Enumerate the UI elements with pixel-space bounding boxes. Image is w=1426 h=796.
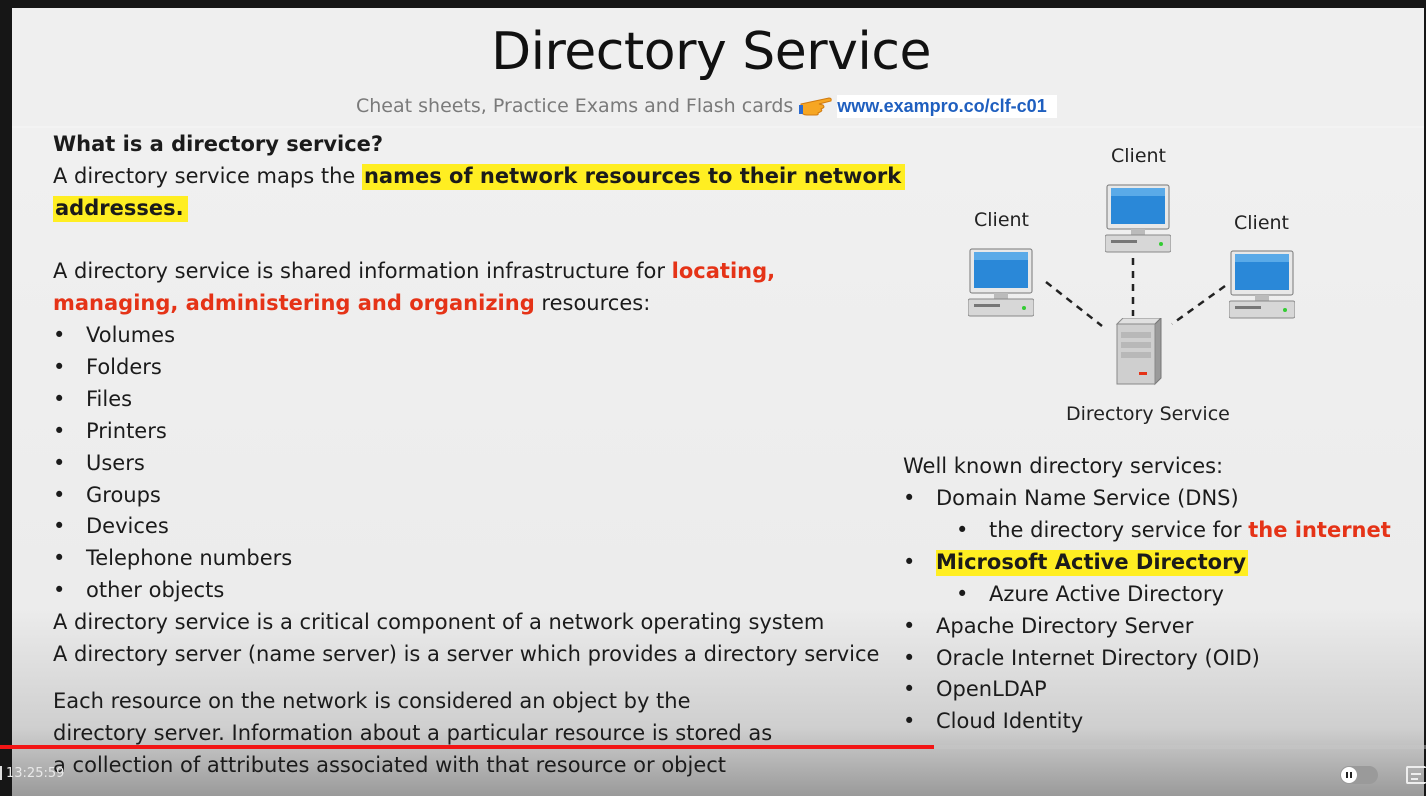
service-label: Cloud Identity (936, 709, 1084, 733)
paragraph-object-1: Each resource on the network is consider… (53, 689, 691, 713)
service-label: Apache Directory Server (936, 614, 1194, 638)
server-label: Directory Service (1066, 403, 1230, 425)
p2-text: A directory service is shared informatio… (53, 259, 672, 283)
paragraph-object-2: directory server. Information about a pa… (53, 721, 773, 745)
autoplay-toggle[interactable] (1340, 766, 1378, 784)
timestamp: 13:25:59 (6, 766, 65, 781)
resource-label: Telephone numbers (86, 546, 293, 570)
p1-highlight-1: names of network resources to their netw… (361, 164, 906, 190)
client-label-right: Client (1234, 212, 1290, 234)
p1-highlight-2: addresses. (53, 196, 188, 222)
server-icon (1115, 318, 1162, 386)
bullet-dot: • (53, 514, 66, 538)
bullet-dot: • (903, 550, 916, 574)
slide: Directory Service Cheat sheets, Practice… (12, 8, 1424, 796)
p2-red-2: managing, administering and organizing (53, 291, 535, 315)
service-dns: Domain Name Service (DNS) (936, 486, 1239, 510)
resource-label: Printers (86, 419, 167, 443)
paragraph-object-3: a collection of attributes associated wi… (53, 753, 727, 777)
bullet-dot: • (903, 646, 916, 670)
exampro-link[interactable]: www.exampro.co/clf-c01 (837, 94, 1057, 118)
right-column: Well known directory services: • Domain N… (903, 454, 1418, 754)
slide-header: Directory Service Cheat sheets, Practice… (12, 8, 1424, 126)
subtitles-icon[interactable] (1406, 766, 1426, 784)
service-label: Oracle Internet Directory (OID) (936, 646, 1260, 670)
bullet-dot: • (53, 546, 66, 570)
left-heading: What is a directory service? (53, 132, 384, 156)
service-active-directory: Microsoft Active Directory (936, 550, 1249, 576)
paragraph-maps: A directory service maps the names of ne… (53, 164, 906, 190)
computer-icon (1229, 250, 1295, 319)
client-label-top: Client (1111, 145, 1167, 167)
dns-sub-text: the directory service for (989, 518, 1249, 542)
p1-text: A directory service maps the (53, 164, 362, 188)
progress-bar[interactable] (0, 745, 1426, 749)
paragraph-infra: A directory service is shared informatio… (53, 259, 775, 283)
bullet-dot: • (956, 582, 969, 606)
paragraph-maps-cont: addresses. (53, 196, 188, 222)
resource-label: Files (86, 387, 133, 411)
resource-label: Users (86, 451, 145, 475)
resource-label: Groups (86, 483, 161, 507)
subtitle-text: Cheat sheets, Practice Exams and Flash c… (356, 95, 794, 117)
bullet-dot: • (903, 614, 916, 638)
service-azure-ad: Azure Active Directory (989, 582, 1224, 606)
p2-tail: resources: (534, 291, 651, 315)
bullet-dot: • (903, 709, 916, 733)
network-diagram: Client Client Client (952, 138, 1332, 428)
dns-sub-red: the internet (1248, 518, 1391, 542)
paragraph-critical: A directory service is a critical compon… (53, 610, 825, 634)
bullet-dot: • (53, 387, 66, 411)
bullet-dot: • (956, 518, 969, 542)
bullet-dot: • (903, 677, 916, 701)
pause-icon-bar (1346, 772, 1348, 778)
resource-label: Folders (86, 355, 162, 379)
right-heading: Well known directory services: (903, 454, 1224, 478)
paragraph-name-server: A directory server (name server) is a se… (53, 642, 880, 666)
service-label: OpenLDAP (936, 677, 1047, 701)
bullet-dot: • (903, 486, 916, 510)
bullet-dot: • (53, 578, 66, 602)
bullet-dot: • (53, 323, 66, 347)
pointing-hand-icon (799, 97, 833, 116)
resource-label: Volumes (86, 323, 176, 347)
computer-icon (1105, 184, 1171, 253)
client-label-left: Client (974, 209, 1030, 231)
resource-label: other objects (86, 578, 225, 602)
computer-icon (968, 248, 1034, 317)
bullet-dot: • (53, 419, 66, 443)
pause-icon-bar (1350, 772, 1352, 778)
bullet-dot: • (53, 355, 66, 379)
bullet-dot: • (53, 483, 66, 507)
chapter-marker (0, 766, 2, 780)
left-column: What is a directory service? A directory… (53, 132, 933, 792)
diagram-connectors (1045, 258, 1226, 327)
resource-label: Devices (86, 514, 169, 538)
bullet-dot: • (53, 451, 66, 475)
dns-sub-line: the directory service for the internet (989, 518, 1391, 542)
progress-bar-fill (0, 745, 935, 749)
slide-title: Directory Service (491, 22, 931, 82)
subtitle-row: Cheat sheets, Practice Exams and Flash c… (356, 92, 1057, 120)
toggle-knob (1341, 767, 1357, 783)
p2-red-1: locating, (671, 259, 776, 283)
paragraph-infra-cont: managing, administering and organizing r… (53, 291, 650, 315)
